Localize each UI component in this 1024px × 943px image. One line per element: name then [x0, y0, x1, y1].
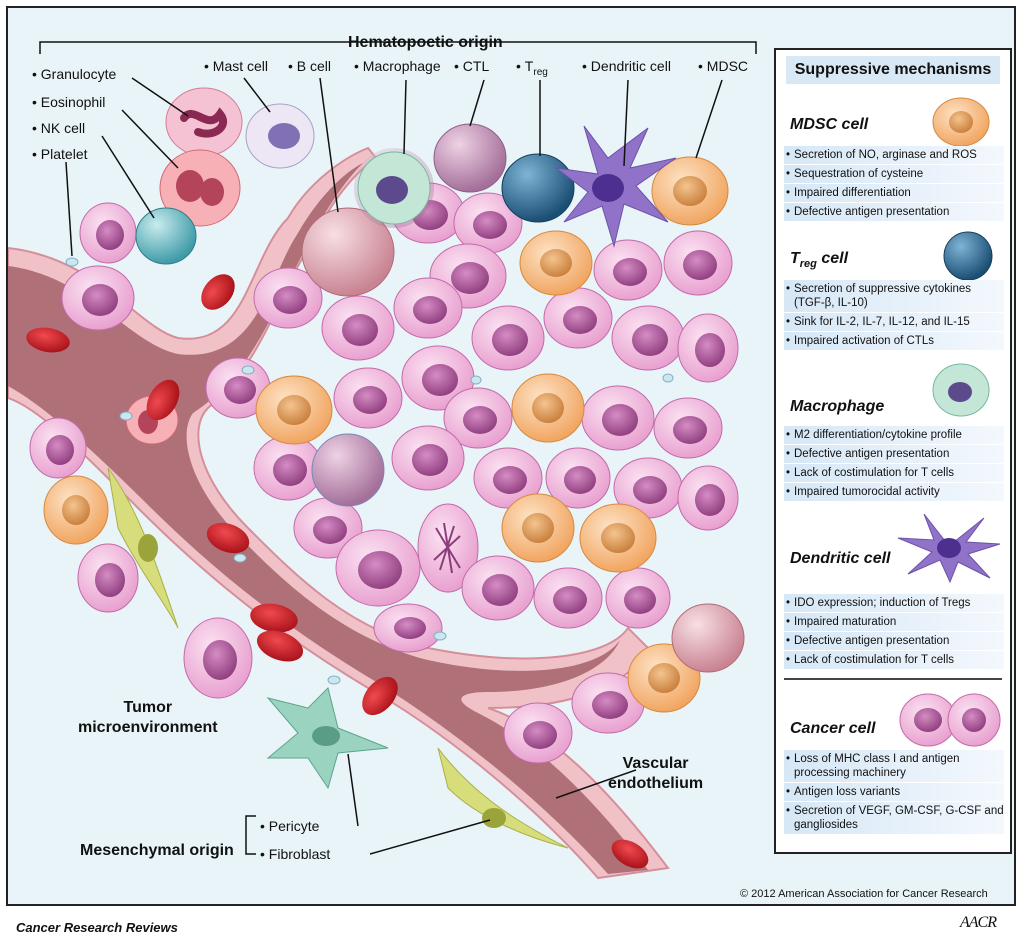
label-dendritic-cell: Dendritic cell [582, 58, 671, 74]
label-eosinophil: Eosinophil [32, 94, 106, 110]
vascular-label-line1: Vascular [622, 755, 689, 772]
list-item: M2 differentiation/cytokine profile [784, 426, 1004, 444]
tumor-cell-mass [29, 182, 739, 764]
list-item: Defective antigen presentation [784, 632, 1004, 650]
hematopoietic-origin-title: Hematopoetic origin [348, 34, 503, 51]
list-item: Sequestration of cysteine [784, 165, 1004, 183]
section-title-cancer: Cancer cell [790, 720, 876, 737]
platelets [65, 257, 674, 685]
macrophage-icon [932, 363, 990, 417]
label-treg-text: T [524, 58, 534, 74]
copyright-notice: © 2012 American Association for Cancer R… [740, 888, 988, 900]
list-item: Impaired differentiation [784, 184, 1004, 202]
cancer-cell-icon [899, 693, 1001, 747]
section-list-macrophage: M2 differentiation/cytokine profile Defe… [784, 426, 1004, 502]
section-title-treg: Treg cell [790, 250, 848, 270]
section-title-macrophage: Macrophage [790, 398, 885, 415]
treg-title-sub: reg [799, 258, 817, 271]
label-platelet: Platelet [32, 146, 88, 162]
treg-title-suffix: cell [816, 250, 849, 267]
aacr-logo: AACR [960, 914, 997, 931]
dendritic-cell [555, 125, 677, 248]
figure-frame: Hematopoetic origin Granulocyte Eosinoph… [6, 6, 1016, 906]
red-blood-cells [26, 274, 649, 869]
section-list-mdsc: Secretion of NO, arginase and ROS Seques… [784, 146, 1004, 222]
section-title-mdsc: MDSC cell [790, 116, 869, 133]
mesenchymal-origin-label: Mesenchymal origin [80, 842, 234, 859]
tumor-microenvironment-label: Tumor microenvironment [78, 698, 218, 738]
callout-lines [39, 41, 757, 855]
list-item: Secretion of suppressive cytokines (TGF-… [784, 280, 1004, 312]
label-granulocyte: Granulocyte [32, 66, 116, 82]
immune-cells [125, 87, 745, 673]
list-item: Impaired tumorocidal activity [784, 483, 1004, 501]
list-item: IDO expression; induction of Tregs [784, 594, 1004, 612]
section-title-dendritic: Dendritic cell [790, 550, 891, 567]
tumor-label-line1: Tumor [123, 699, 173, 716]
blood-vessel [8, 146, 670, 880]
tumor-label-line2: microenvironment [78, 719, 218, 736]
treg-cell [501, 153, 575, 223]
vascular-endothelium-label: Vascular endothelium [608, 754, 703, 794]
list-item: Secretion of VEGF, GM-CSF, G-CSF and gan… [784, 802, 1004, 834]
mesenchymal-cells [107, 467, 569, 849]
list-item: Defective antigen presentation [784, 203, 1004, 221]
vascular-label-line2: endothelium [608, 775, 704, 792]
journal-name: Cancer Research Reviews [16, 920, 178, 935]
nk-cell [135, 207, 197, 265]
section-list-treg: Secretion of suppressive cytokines (TGF-… [784, 280, 1004, 351]
label-fibroblast: Fibroblast [260, 846, 330, 862]
mdsc-icon [932, 97, 990, 147]
b-cell [301, 207, 395, 297]
list-item: Secretion of NO, arginase and ROS [784, 146, 1004, 164]
label-mdsc: MDSC [698, 58, 748, 74]
section-list-dendritic: IDO expression; induction of Tregs Impai… [784, 594, 1004, 670]
label-mast-cell: Mast cell [204, 58, 268, 74]
suppressive-mechanisms-panel: Suppressive mechanisms MDSC cell Secreti… [774, 48, 1012, 854]
ctl-cell [433, 123, 507, 193]
dendritic-cell-icon [897, 513, 1001, 584]
panel-divider [784, 678, 1002, 680]
label-nk-cell: NK cell [32, 120, 85, 136]
tumor-microenvironment-illustration [8, 41, 757, 880]
treg-title-text: T [790, 250, 800, 267]
list-item: Impaired maturation [784, 613, 1004, 631]
treg-icon [943, 231, 993, 281]
panel-title: Suppressive mechanisms [786, 56, 1000, 84]
fibroblast-cell [437, 747, 569, 849]
list-item: Lack of costimulation for T cells [784, 651, 1004, 669]
label-pericyte: Pericyte [260, 818, 320, 834]
list-item: Loss of MHC class I and antigen processi… [784, 750, 1004, 782]
list-item: Impaired activation of CTLs [784, 332, 1004, 350]
label-b-cell: B cell [288, 58, 331, 74]
list-item: Antigen loss variants [784, 783, 1004, 801]
section-list-cancer: Loss of MHC class I and antigen processi… [784, 750, 1004, 835]
list-item: Sink for IL-2, IL-7, IL-12, and IL-15 [784, 313, 1004, 331]
label-treg-sub: reg [533, 66, 548, 78]
list-item: Lack of costimulation for T cells [784, 464, 1004, 482]
label-macrophage: Macrophage [354, 58, 441, 74]
list-item: Defective antigen presentation [784, 445, 1004, 463]
label-ctl: CTL [454, 58, 489, 74]
label-treg: Treg [516, 58, 548, 78]
